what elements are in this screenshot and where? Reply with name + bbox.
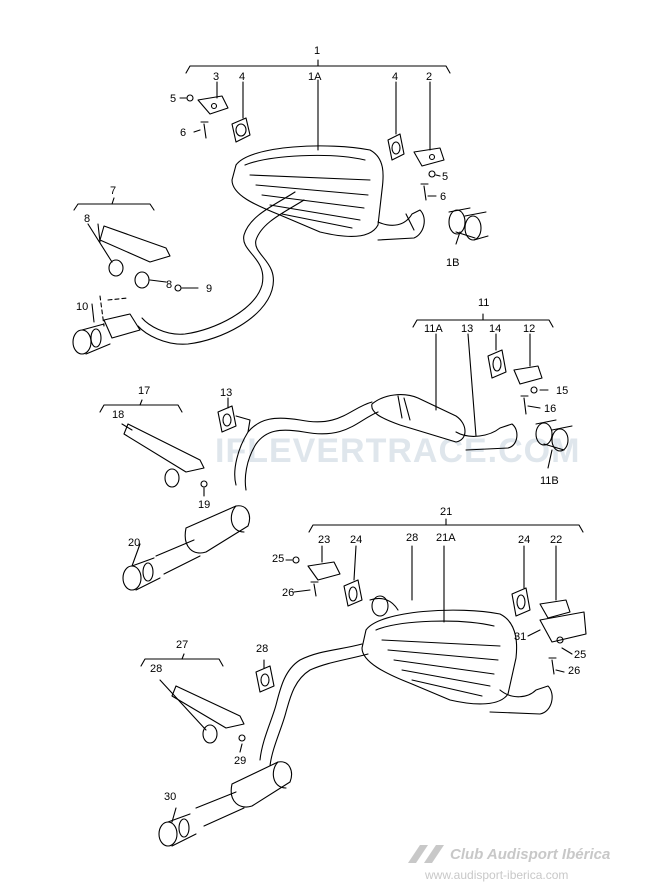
label-28: 28 [150, 663, 162, 675]
label-8: 8 [84, 213, 90, 225]
label-16: 16 [544, 403, 556, 415]
label-15: 15 [556, 385, 568, 397]
label-25: 25 [272, 553, 284, 565]
label-14: 14 [489, 323, 501, 335]
label-12: 12 [523, 323, 535, 335]
label-11: 11 [478, 297, 489, 309]
label-11b: 11B [540, 475, 559, 487]
label-24: 24 [518, 534, 530, 546]
label-25: 25 [574, 649, 586, 661]
label-1a: 1A [308, 71, 322, 83]
label-21: 21 [440, 506, 452, 518]
label-13: 13 [461, 323, 473, 335]
label-26: 26 [568, 665, 580, 677]
group-3-exhaust-variant [140, 518, 587, 847]
label-13: 13 [220, 387, 232, 399]
group-2-centre-section [99, 313, 573, 591]
label-24: 24 [350, 534, 362, 546]
label-5: 5 [442, 171, 448, 183]
label-26: 26 [282, 587, 294, 599]
label-3: 3 [213, 71, 219, 83]
label-11a: 11A [424, 323, 443, 335]
label-17: 17 [138, 385, 150, 397]
label-1b: 1B [446, 257, 459, 269]
label-9: 9 [206, 283, 212, 295]
label-18: 18 [112, 409, 124, 421]
label-8: 8 [166, 279, 172, 291]
group-1-rear-silencer [72, 59, 489, 355]
label-7: 7 [110, 185, 116, 197]
label-4: 4 [392, 71, 398, 83]
club-url-text: www.audisport-iberica.com [425, 868, 569, 882]
label-23: 23 [318, 534, 330, 546]
label-20: 20 [128, 537, 140, 549]
watermark-text: IFLEVERTRACE.COM [215, 432, 580, 470]
label-6: 6 [180, 127, 186, 139]
label-1: 1 [314, 45, 320, 57]
label-29: 29 [234, 755, 246, 767]
part-number-labels: 1 1A 2 3 4 4 5 5 6 6 1B 7 8 8 9 10 11 11… [76, 45, 586, 803]
label-5: 5 [170, 93, 176, 105]
label-19: 19 [198, 499, 210, 511]
label-4: 4 [239, 71, 245, 83]
label-28: 28 [256, 643, 268, 655]
label-27: 27 [176, 639, 188, 651]
label-31: 31 [514, 631, 526, 643]
club-brand-text: Club Audisport Ibérica [450, 846, 611, 863]
label-30: 30 [164, 791, 176, 803]
club-logo [408, 845, 444, 863]
label-2: 2 [426, 71, 432, 83]
label-22: 22 [550, 534, 562, 546]
label-10: 10 [76, 301, 88, 313]
label-28: 28 [406, 532, 418, 544]
label-6: 6 [440, 191, 446, 203]
label-21a: 21A [436, 532, 456, 544]
